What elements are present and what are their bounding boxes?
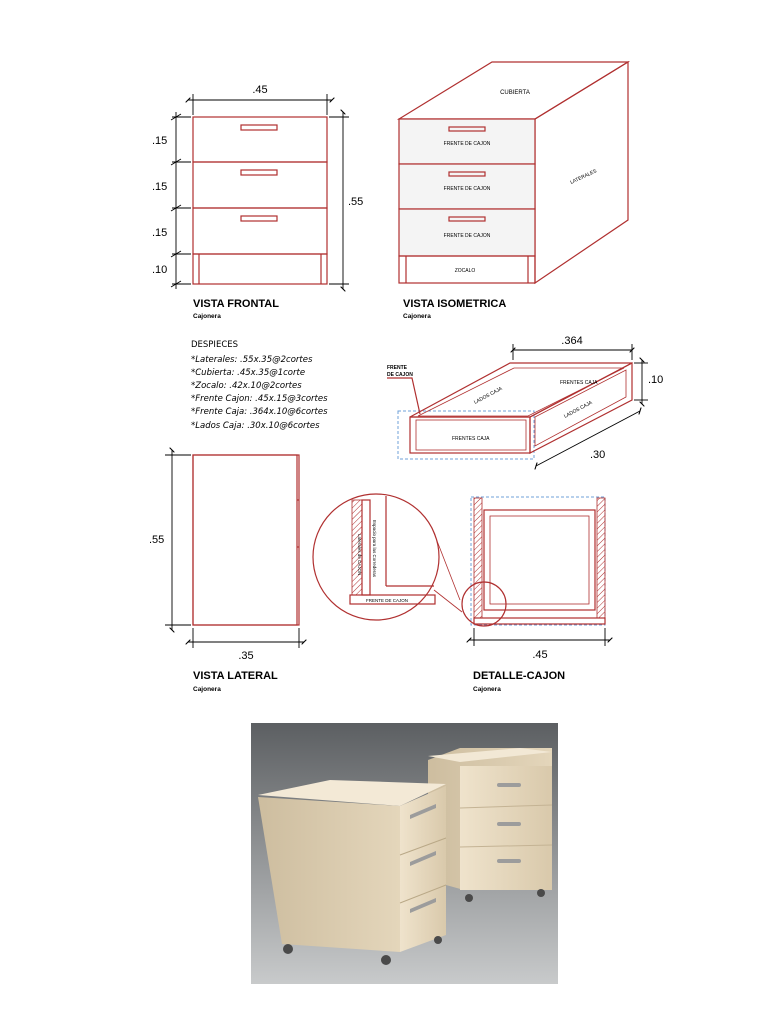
- side-view: .55 .35 VISTA LATERAL Cajonera: [149, 450, 304, 693]
- drawer-box-view: FRENTES CAJA FRENTES CAJA LADOS CAJA LAD…: [387, 335, 663, 466]
- iso-plinth: [398, 255, 536, 284]
- zoom-front-label: FRENTE DE CAJON: [366, 598, 408, 603]
- cut-list-item-4: *Frente Cajon: .45x.15@3cortes: [191, 394, 328, 404]
- front-drawer-2: [192, 161, 328, 209]
- front-title: VISTA FRONTAL: [193, 298, 279, 310]
- box-left-side-label: LADOS CAJA: [473, 386, 504, 406]
- front-row-3-label: .15: [152, 227, 167, 239]
- zoom-label-b: Espacio para las Correderas: [372, 520, 377, 578]
- side-height-label: .55: [149, 534, 164, 546]
- front-handle-2: [240, 169, 278, 176]
- iso-title: VISTA ISOMETRICA: [403, 298, 506, 310]
- front-row-1-label: .15: [152, 135, 167, 147]
- front-view: .45 .55 .15 .15 .15 .10 VISTA FRONTAL Ca…: [152, 84, 363, 320]
- cut-list-item-6: *Lados Caja: .30x.10@6cortes: [191, 421, 320, 431]
- box-front-label: FRENTES CAJA: [452, 436, 490, 442]
- front-handle-1: [240, 124, 278, 131]
- front-height-label: .55: [348, 196, 363, 208]
- front-row-2-label: .15: [152, 181, 167, 193]
- detail-right-panel: [596, 497, 606, 619]
- box-callout-line1: FRENTE: [387, 365, 408, 371]
- box-callout-line2: DE CAJON: [387, 372, 413, 378]
- cut-list-item-2: *Cubierta: .45x.35@1corte: [191, 368, 305, 378]
- box-top-outline: [409, 362, 633, 418]
- box-back-label: FRENTES CAJA: [560, 380, 598, 386]
- iso-drawer-3-label: FRENTE DE CAJON: [444, 233, 491, 239]
- box-dimension-bottom-label: .30: [590, 449, 605, 461]
- photo-cabinet-back: [428, 748, 553, 902]
- photo-cabinet-front: [258, 780, 447, 965]
- detail-zoom-marker: [461, 581, 507, 627]
- cut-list-item-3: *Zocalo: .42x.10@2cortes: [191, 381, 302, 391]
- zoom-label-a: Laterales de CAJON: [357, 534, 362, 575]
- side-title: VISTA LATERAL: [193, 670, 278, 682]
- cut-list: DESPIECES *Laterales: .55x.35@2cortes *C…: [191, 340, 328, 431]
- zoom-detail: Laterales de CAJON Espacio para las Corr…: [312, 493, 463, 621]
- side-width-label: .35: [238, 650, 253, 662]
- iso-drawer-2-label: FRENTE DE CAJON: [444, 186, 491, 192]
- detail-front-panel: [473, 617, 606, 625]
- iso-top-label: CUBIERTA: [500, 90, 530, 96]
- cut-list-item-1: *Laterales: .55x.35@2cortes: [191, 355, 313, 365]
- iso-drawer-1-label: FRENTE DE CAJON: [444, 141, 491, 147]
- box-front-highlight: [397, 410, 535, 460]
- box-dimension-top-label: .364: [561, 335, 582, 347]
- front-subtitle: Cajonera: [193, 313, 221, 320]
- front-handle-3: [240, 215, 278, 222]
- front-width-label: .45: [252, 84, 267, 96]
- iso-plinth-label: ZOCALO: [455, 268, 476, 274]
- box-callout-leader: [387, 377, 421, 415]
- side-panel: [192, 454, 300, 626]
- front-row-4-label: .10: [152, 264, 167, 276]
- iso-side-label: LATERALES: [569, 168, 598, 186]
- front-drawer-3: [192, 207, 328, 255]
- cut-list-item-5: *Frente Caja: .364x.10@6cortes: [191, 407, 328, 417]
- detail-left-panel: [473, 497, 483, 619]
- box-dimension-right-label: .10: [648, 374, 663, 386]
- detail-subtitle: Cajonera: [473, 686, 501, 693]
- side-subtitle: Cajonera: [193, 686, 221, 693]
- box-dimension-bottom: [536, 411, 640, 466]
- product-photo: [251, 723, 558, 984]
- front-plinth: [192, 253, 328, 285]
- iso-subtitle: Cajonera: [403, 313, 431, 320]
- isometric-view: CUBIERTA FRENTE DE CAJON FRENTE DE CAJON…: [396, 60, 631, 320]
- box-side-panel: [529, 362, 633, 454]
- box-front-panel: [409, 416, 531, 454]
- front-drawer-1: [192, 116, 328, 163]
- detail-drawer-outer: [483, 509, 596, 611]
- detail-title: DETALLE-CAJON: [473, 670, 565, 682]
- detail-width-label: .45: [532, 649, 547, 661]
- drawer-detail-view: .45 DETALLE-CAJON Cajonera: [461, 496, 610, 693]
- zoom-circle: [312, 493, 440, 621]
- iso-side: [534, 60, 629, 285]
- cut-list-heading: DESPIECES: [191, 340, 238, 350]
